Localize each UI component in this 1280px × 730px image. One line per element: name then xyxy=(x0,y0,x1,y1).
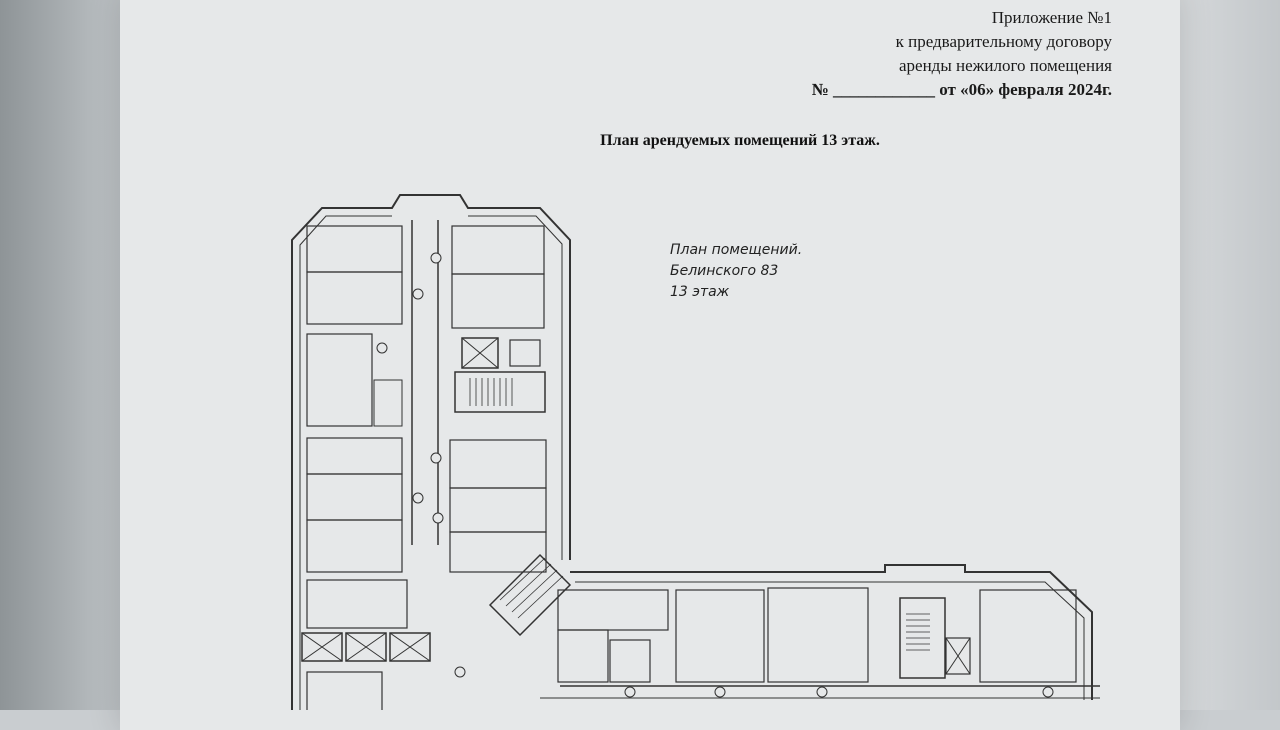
room-13 xyxy=(449,531,547,573)
room-9 xyxy=(451,225,545,275)
number-blank: ____________ xyxy=(832,80,935,99)
room-14 xyxy=(557,589,669,631)
room-11 xyxy=(449,439,547,489)
appendix-line-1: Приложение №1 xyxy=(991,8,1112,27)
room-10 xyxy=(451,273,545,329)
stair-1 xyxy=(454,371,546,413)
room-19 xyxy=(979,589,1077,683)
contract-number-line: № ____________ от «06» февраля 2024г. xyxy=(812,78,1112,102)
plan-note-line-3: 13 этаж xyxy=(670,284,730,300)
page-title: План арендуемых помещений 13 этаж. xyxy=(600,132,880,149)
room-12 xyxy=(449,487,547,533)
floor-plan-drawing xyxy=(291,194,1100,710)
background-right xyxy=(1170,0,1280,710)
stair-3 xyxy=(899,597,946,679)
wc-1 xyxy=(373,379,403,427)
room-18 xyxy=(767,587,869,683)
plan-note: План помещений. Белинского 83 13 этаж xyxy=(670,240,802,303)
stair-2 xyxy=(488,553,572,637)
lift-5 xyxy=(945,637,971,675)
room-7 xyxy=(306,579,408,629)
lift-1 xyxy=(461,337,499,369)
north-wing-outer-wall xyxy=(291,194,571,710)
contract-date: от «06» февраля 2024г. xyxy=(939,80,1112,99)
room-17 xyxy=(675,589,765,683)
east-wing-outer-wall xyxy=(570,564,1093,700)
document-sheet xyxy=(120,0,1180,730)
appendix-line-3: аренды нежилого помещения xyxy=(898,56,1112,75)
room-2 xyxy=(306,271,403,325)
plan-note-line-2: Белинского 83 xyxy=(670,263,779,279)
appendix-line-2: к предварительному договору xyxy=(895,32,1112,51)
lift-2 xyxy=(301,632,343,662)
room-16 xyxy=(609,639,651,683)
plan-note-line-1: План помещений. xyxy=(670,242,803,258)
lift-3 xyxy=(345,632,387,662)
room-1 xyxy=(306,225,403,273)
room-5 xyxy=(306,473,403,521)
number-sign: № xyxy=(811,80,829,99)
appendix-header: Приложение №1 к предварительному договор… xyxy=(812,6,1112,102)
room-8 xyxy=(306,671,383,710)
room-3 xyxy=(306,333,373,427)
room-15 xyxy=(557,629,609,683)
room-4 xyxy=(306,437,403,475)
lift-4 xyxy=(389,632,431,662)
room-6 xyxy=(306,519,403,573)
